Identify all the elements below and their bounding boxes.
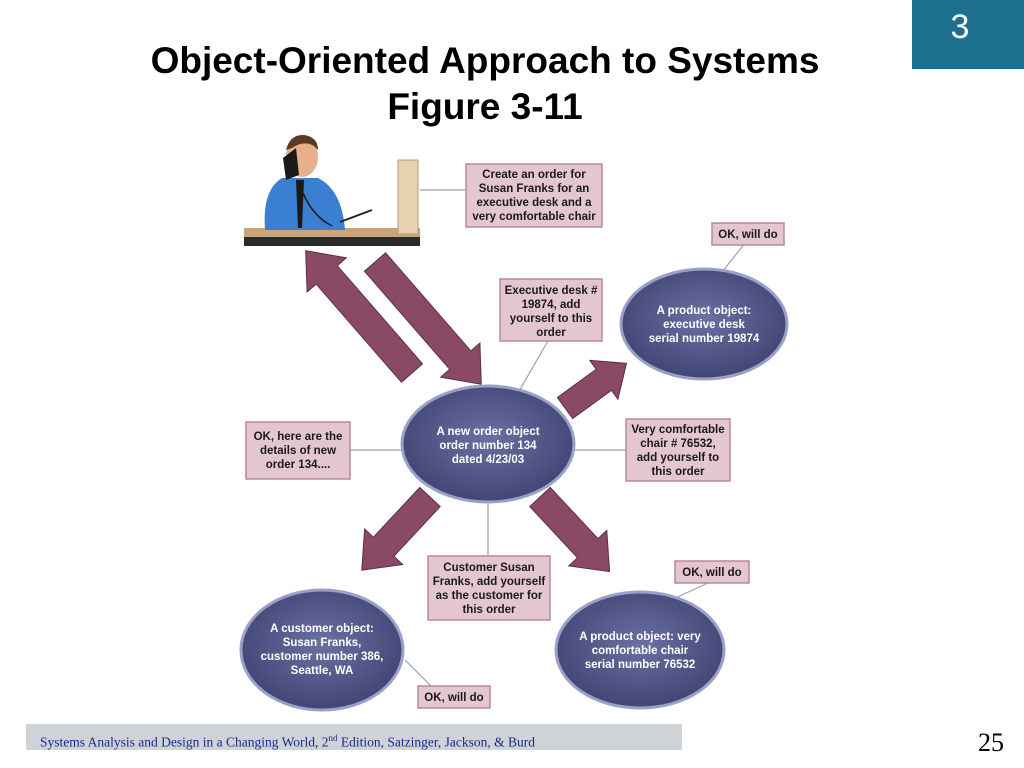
ok-top-text: OK, will do (718, 229, 777, 241)
label-line: OK, will do (424, 692, 483, 704)
ok-bottom-text: OK, will do (424, 692, 483, 704)
label-line: 19874, add (522, 299, 581, 311)
product-chair-text: A product object: very comfortable chair s… (579, 631, 701, 671)
desk-edge (244, 236, 420, 246)
label-line: executive desk (663, 319, 745, 331)
connector-lines (348, 189, 746, 688)
customer-object (239, 588, 405, 712)
label-line: order number 134 (439, 440, 537, 452)
label-line: A product object: very (579, 631, 701, 643)
ok-mid-box (674, 560, 750, 584)
footer-suffix: Edition, Satzinger, Jackson, & Burd (337, 734, 535, 750)
label-line: A product object: (657, 305, 752, 317)
message-arrows (305, 250, 628, 573)
footer-bar (26, 724, 682, 750)
label-line: Very comfortable (631, 424, 724, 436)
label-line: very comfortable chair (472, 211, 596, 223)
label-line: order 134.... (266, 459, 331, 471)
order-details-text: OK, here are the details of new order 134.… (254, 431, 343, 471)
label-line: customer number 386, (261, 651, 384, 663)
ok-mid-text: OK, will do (682, 567, 741, 579)
label-line: OK, here are the (254, 431, 343, 443)
order-details-box (245, 421, 351, 480)
phone-cord (299, 184, 333, 227)
connector-line (404, 659, 433, 688)
order-object (400, 384, 576, 504)
phone-handset (283, 148, 299, 180)
label-line: serial number 19874 (649, 333, 760, 345)
label-line: order (536, 327, 566, 339)
label-line: this order (462, 604, 516, 616)
label-line: OK, will do (682, 567, 741, 579)
footer-citation: Systems Analysis and Design in a Changin… (40, 733, 535, 751)
title-line-2: Figure 3-11 (387, 86, 583, 127)
person-shirt (264, 178, 345, 230)
message-boxes (245, 163, 785, 709)
label-line: Create an order for (482, 169, 586, 181)
arrow-to-chair-product (529, 486, 611, 573)
product-desk-object (619, 267, 789, 381)
slide-title: Object-Oriented Approach to Systems Figu… (80, 38, 890, 130)
desk-message-box (499, 278, 603, 342)
label-line: executive desk and a (476, 197, 592, 209)
page-number: 25 (978, 728, 1004, 757)
customer-message-box (427, 555, 551, 621)
desk-message-text: Executive desk # 19874, add yourself to th… (505, 285, 598, 339)
label-line: details of new (260, 445, 336, 457)
label-line: comfortable chair (592, 645, 689, 657)
ok-bottom-box (417, 685, 491, 709)
pen (339, 209, 373, 223)
label-line: OK, will do (718, 229, 777, 241)
label-line: dated 4/23/03 (452, 454, 524, 466)
label-line: Susan Franks for an (479, 183, 590, 195)
ok-top-box (711, 222, 785, 246)
footer-sup: nd (328, 733, 338, 743)
label-line: chair # 76532, (640, 438, 715, 450)
person-hair (286, 134, 318, 150)
label-line: Seattle, WA (291, 665, 354, 677)
chapter-box (912, 0, 1024, 69)
label-line: yourself to this (510, 313, 592, 325)
label-line: as the customer for (436, 590, 543, 602)
label-line: serial number 76532 (585, 659, 696, 671)
title-line-1: Object-Oriented Approach to Systems (150, 40, 820, 81)
chapter-number: 3 (950, 8, 970, 46)
footer-prefix: Systems Analysis and Design in a Changin… (40, 734, 329, 750)
label-line: Susan Franks, (283, 637, 362, 649)
product-chair-object (554, 590, 726, 710)
label-line: this order (651, 466, 705, 478)
order-object-text: A new order object order number 134 dated … (436, 426, 539, 466)
label-line: A new order object (436, 426, 539, 438)
chair-message-box (625, 418, 731, 482)
label-line: Franks, add yourself (433, 576, 546, 588)
order-request-box (465, 163, 603, 228)
arrow-to-customer (361, 486, 441, 571)
computer-monitor (397, 159, 419, 235)
label-line: A customer object: (270, 623, 374, 635)
label-line: Customer Susan (443, 562, 534, 574)
desk-top (244, 228, 420, 237)
chair-message-text: Very comfortable chair # 76532, add yourse… (631, 424, 724, 478)
label-line: Executive desk # (505, 285, 598, 297)
customer-object-text: A customer object: Susan Franks, customer … (261, 623, 384, 677)
product-desk-text: A product object: executive desk serial nu… (649, 305, 760, 345)
label-line: add yourself to (637, 452, 719, 464)
arrow-up-to-user (305, 250, 424, 383)
arrow-down-to-order (363, 252, 482, 385)
user-at-computer-illustration (244, 134, 420, 246)
arrow-to-desk-product (556, 359, 628, 420)
connector-line (514, 340, 549, 399)
